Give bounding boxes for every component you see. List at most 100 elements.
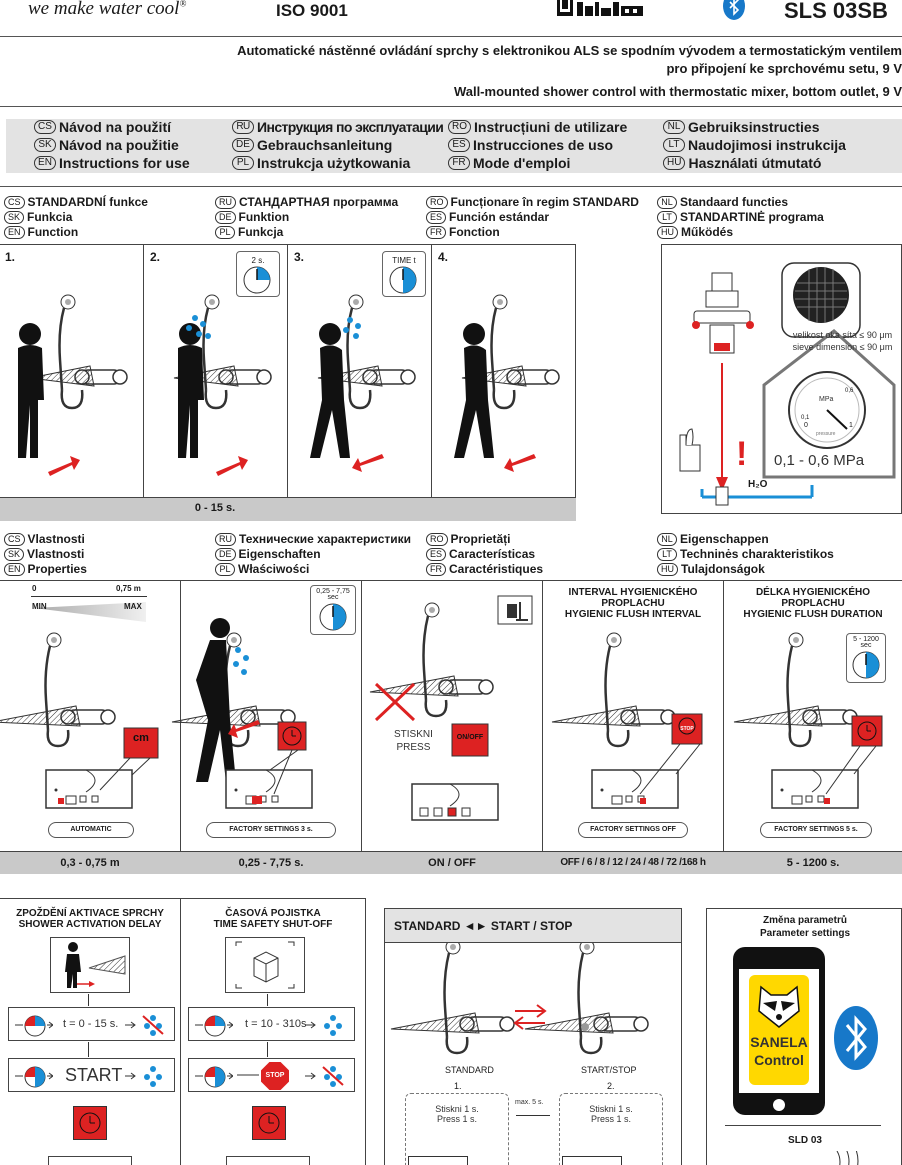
step-3-number: 3.	[294, 250, 305, 264]
clock-icon	[79, 1112, 101, 1134]
factory-settings-3s: FACTORY SETTINGS 3 s.	[206, 822, 336, 838]
safety-stop-row: STOP	[188, 1058, 355, 1092]
clock-button[interactable]	[73, 1106, 107, 1140]
delay-value: 0,25 - 7,75 s.	[238, 857, 304, 869]
qr-code-icon	[557, 0, 643, 16]
stop-button[interactable]: STOP	[680, 726, 694, 732]
wireless-signal-icon	[836, 1151, 859, 1165]
brand-tagline: we make water cool®	[28, 0, 187, 19]
mode-step-1: 1.	[454, 1081, 462, 1091]
press-instruction-1: Stiskni 1 s.Press 1 s.	[435, 1104, 479, 1124]
range-button[interactable]: cm	[133, 732, 149, 744]
step-1-number: 1.	[5, 250, 16, 264]
delay-badge: 0,25 - 7,75 sec	[310, 585, 356, 635]
range-max-label: MAX	[124, 602, 142, 611]
water-drops-icon	[305, 1015, 342, 1036]
controller-board	[48, 1156, 132, 1165]
flush-interval-value: OFF / 6 / 8 / 12 / 24 / 48 / 72 /168 h	[560, 857, 706, 868]
stopwatch-icon	[195, 1066, 233, 1088]
timer-badge-2s: 2 s.	[236, 251, 280, 297]
clock-button[interactable]	[252, 1106, 286, 1140]
stopwatch-icon	[15, 1015, 53, 1037]
range-scale-075: 0,75 m	[116, 584, 141, 593]
iso-label: ISO 9001	[276, 1, 348, 20]
timer-icon	[319, 603, 347, 631]
step-4-number: 4.	[438, 250, 449, 264]
raccoon-icon	[758, 985, 800, 1028]
steps-illustration	[18, 293, 561, 476]
model-number: SLS 03SB	[784, 0, 888, 23]
bluetooth-icon	[723, 0, 745, 20]
water-label: H₂O	[748, 479, 768, 490]
pressure-range: 0,1 - 0,6 MPa	[774, 452, 865, 469]
water-drops-icon	[125, 1066, 162, 1087]
mode-standard-label: STANDARD	[445, 1065, 494, 1075]
timer-badge-time: TIME t	[382, 251, 426, 297]
bluetooth-icon	[834, 1006, 878, 1070]
stopwatch-icon	[195, 1015, 233, 1037]
gauge-tick-06: 0,6	[845, 388, 854, 394]
range-value: 0,3 - 0,75 m	[60, 857, 120, 869]
gauge-pressure-label: pressure	[816, 431, 836, 437]
description-en: Wall-mounted shower control with thermos…	[453, 84, 902, 99]
gauge-unit: MPa	[819, 396, 834, 403]
safety-timer-row: t = 10 - 310s	[188, 1007, 355, 1041]
mode-switch-illustration	[389, 943, 650, 1055]
factory-settings-off: FACTORY SETTINGS OFF	[578, 822, 688, 838]
timer-icon	[243, 266, 271, 294]
mode-step-2: 2.	[607, 1081, 615, 1091]
automatic-pill: AUTOMATIC	[48, 822, 134, 838]
pressure-illustration	[679, 262, 896, 506]
step2-duration: 0 - 15 s.	[194, 502, 236, 514]
onoff-value: ON / OFF	[428, 857, 476, 869]
safety-time-range: t = 10 - 310s	[245, 1018, 307, 1030]
description-cs-line2: pro připojení ke sprchovému setu, 9 V	[666, 61, 902, 76]
duration-badge: 5 - 1200 sec	[846, 633, 886, 683]
delay-timer-row: t = 0 - 15 s.	[8, 1007, 175, 1041]
properties-illustration	[0, 595, 883, 821]
onoff-button[interactable]: ON/OFF	[456, 734, 484, 741]
person-sensor-box	[50, 937, 130, 993]
water-drops-icon	[125, 1015, 164, 1036]
stop-sign-icon: STOP	[261, 1062, 289, 1090]
controller-board	[226, 1156, 310, 1165]
press-instruction-2: Stiskni 1 s.Press 1 s.	[589, 1104, 633, 1124]
delay-time-range: t = 0 - 15 s.	[63, 1018, 119, 1030]
